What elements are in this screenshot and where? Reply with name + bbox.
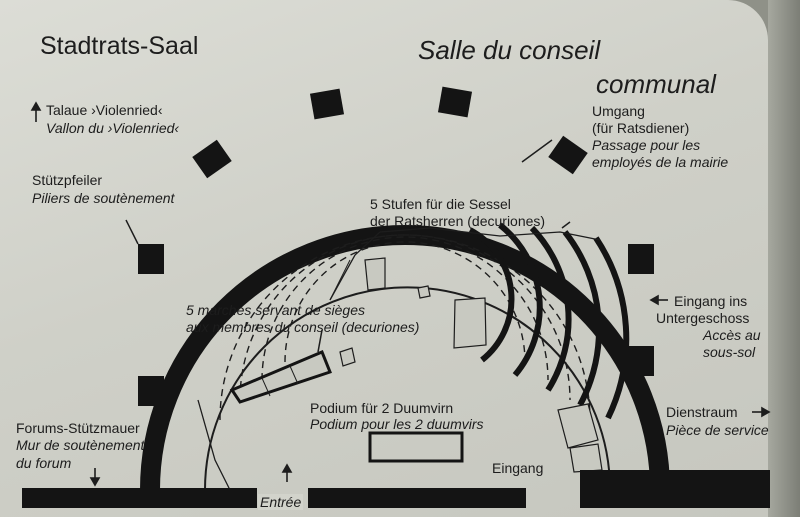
label-eingang-ug-de2: Untergeschoss — [656, 310, 750, 326]
label-talaue-fr: Vallon du ›Violenried‹ — [46, 120, 180, 136]
plaque-frame-edge — [768, 0, 800, 517]
podium — [368, 431, 464, 463]
preserved-steps — [468, 222, 630, 420]
label-stuetzpfeiler-fr: Piliers de soutènement — [32, 190, 175, 206]
title-french-line2: communal — [596, 69, 716, 99]
title-french-line1: Salle du conseil — [418, 35, 601, 65]
label-eingang-de: Eingang — [492, 460, 544, 476]
label-dienstraum-de: Dienstraum — [666, 404, 738, 420]
label-eingang-ug-de1: Eingang ins — [674, 293, 748, 309]
label-umgang-de2: (für Ratsdiener) — [592, 120, 690, 136]
label-stufen-de2: der Ratsherren (decuriones) — [370, 213, 546, 229]
label-forum-de: Forums-Stützmauer — [16, 420, 140, 436]
label-forum-fr2: du forum — [16, 455, 72, 471]
label-marches-fr1: 5 marches servant de sièges — [186, 302, 365, 318]
label-forum-fr1: Mur de soutènement — [16, 437, 145, 453]
label-entree-fr: Entrée — [258, 494, 304, 511]
label-umgang-fr1: Passage pour les — [592, 137, 701, 153]
forum-wall — [22, 488, 257, 508]
label-eingang-ug-fr1: Accès au — [703, 327, 761, 343]
label-stuetzpfeiler-de: Stützpfeiler — [32, 172, 103, 188]
label-marches-fr2: aux membres du conseil (decuriones) — [186, 319, 420, 335]
label-podium-de: Podium für 2 Duumvirn — [310, 400, 454, 416]
label-umgang-fr2: employés de la mairie — [592, 154, 729, 170]
label-stufen-de1: 5 Stufen für die Sessel — [370, 196, 511, 212]
label-eingang-ug-fr2: sous-sol — [703, 344, 756, 360]
label-talaue-de: Talaue ›Violenried‹ — [46, 102, 163, 118]
title-german: Stadtrats-Saal — [40, 32, 199, 60]
label-umgang-de1: Umgang — [592, 103, 645, 119]
buttresses — [138, 86, 654, 406]
label-dienstraum-fr: Pièce de service — [666, 422, 769, 438]
label-podium-fr: Podium pour les 2 duumvirs — [310, 416, 484, 432]
